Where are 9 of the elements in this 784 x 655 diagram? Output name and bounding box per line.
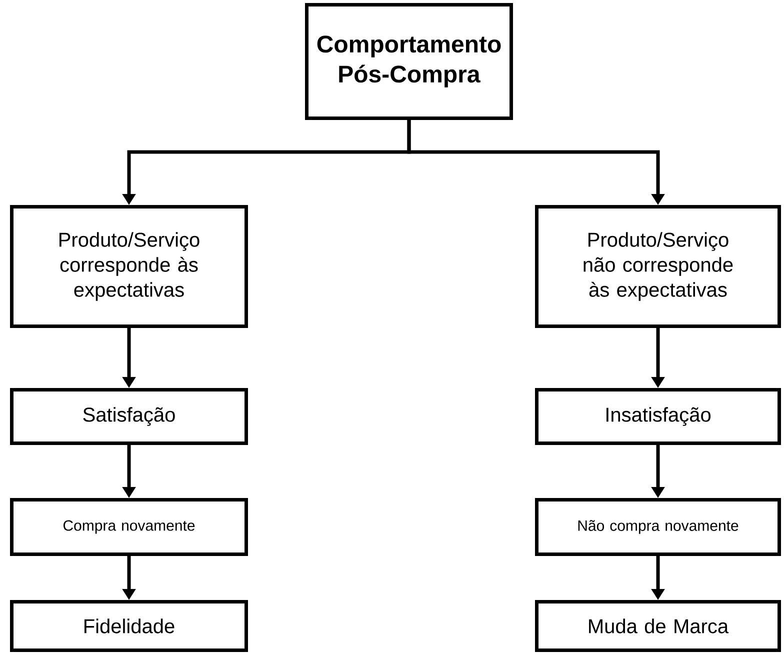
process-box: Produto/Serviço não corresponde às expectativas — [535, 204, 781, 328]
process-box: Produto/Serviço corresponde às expectativas — [10, 204, 248, 328]
title-box: Comportamento Pós-Compra — [305, 3, 513, 120]
process-box: Satisfação — [10, 388, 248, 445]
process-box: Muda de Marca — [535, 600, 781, 652]
process-box: Fidelidade — [10, 600, 248, 652]
process-box: Insatisfação — [535, 388, 781, 445]
process-box: Compra novamente — [10, 498, 248, 556]
process-box: Não compra novamente — [535, 498, 781, 556]
